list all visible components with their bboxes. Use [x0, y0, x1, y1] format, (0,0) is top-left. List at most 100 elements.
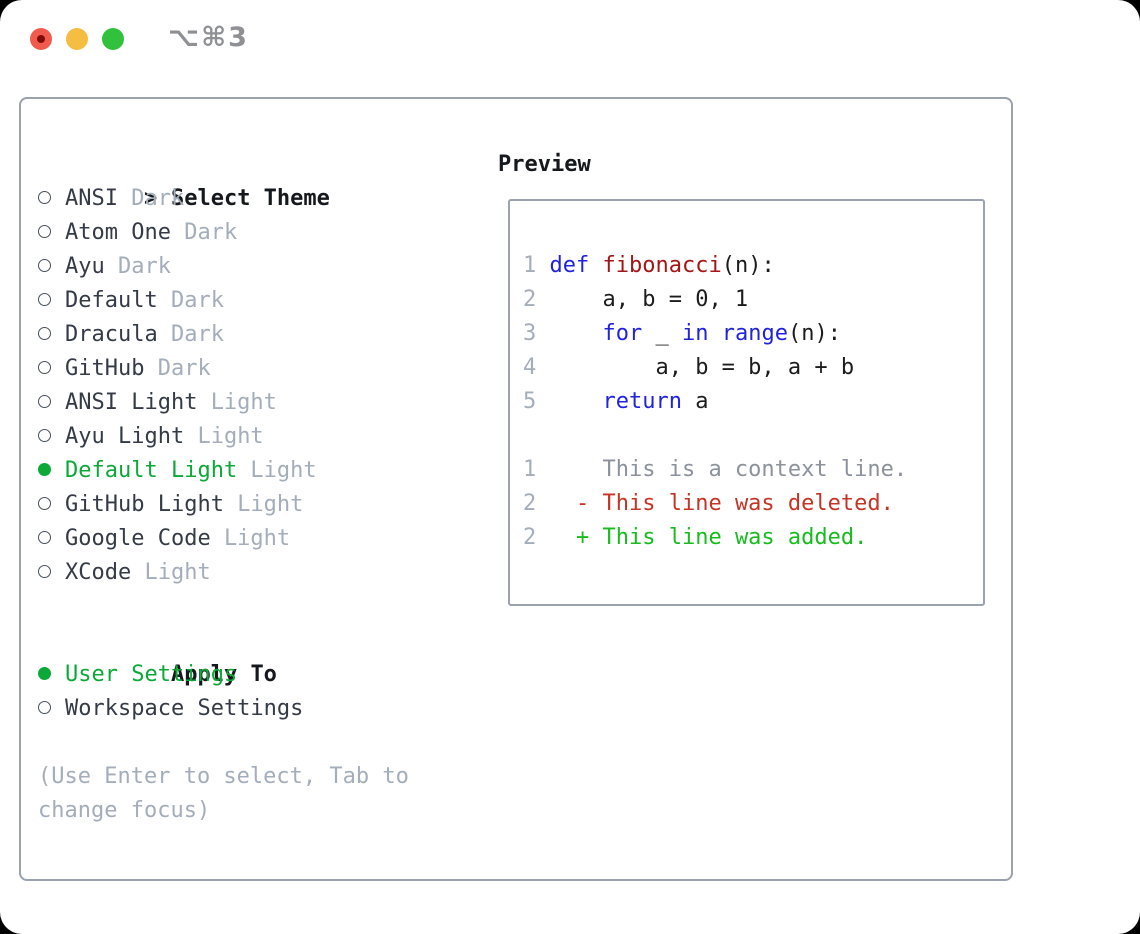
minimize-button[interactable] — [66, 28, 88, 50]
preview-line: 1 def fibonacci(n): — [523, 249, 983, 283]
theme-option[interactable]: GitHub Dark — [38, 352, 409, 386]
theme-variant-tag: Dark — [117, 254, 171, 279]
spacer — [38, 590, 409, 624]
radio-icon — [38, 700, 51, 714]
keyboard-hint: (Use Enter to select, Tab to change focu… — [38, 764, 409, 823]
code-token: (n): — [721, 253, 775, 278]
code-token — [550, 389, 603, 414]
theme-option[interactable]: Google Code Light — [38, 522, 409, 556]
theme-option-label: GitHub — [65, 356, 145, 381]
code-token: in — [681, 321, 709, 346]
code-token: - This line was deleted. — [576, 491, 894, 516]
code-token: 2 — [523, 491, 550, 516]
theme-option-label: Atom One — [65, 220, 171, 245]
code-token: This is a context line. — [549, 457, 908, 482]
theme-option[interactable]: GitHub Light Light — [38, 488, 409, 522]
close-button[interactable] — [30, 28, 52, 50]
code-token: 4 — [523, 355, 550, 380]
theme-option-label: GitHub Light — [65, 492, 224, 517]
theme-variant-tag: Dark — [170, 288, 224, 313]
code-token: 2 — [523, 525, 550, 550]
theme-option-label: Google Code — [65, 526, 211, 551]
code-token: a, b = b, a + b — [549, 355, 855, 380]
code-token: range — [721, 321, 788, 346]
code-token — [550, 525, 577, 550]
radio-icon — [38, 394, 51, 408]
theme-variant-tag: Dark — [157, 356, 211, 381]
code-token: 2 — [523, 287, 550, 312]
radio-icon — [38, 496, 51, 510]
code-token: for — [602, 321, 643, 346]
theme-option-label: ANSI Light — [65, 390, 198, 415]
theme-option[interactable]: Atom One Dark — [38, 216, 409, 250]
theme-option[interactable]: ANSI Dark — [38, 182, 409, 216]
theme-option[interactable]: Default Light Light — [38, 454, 409, 488]
radio-icon — [38, 224, 51, 238]
theme-option-label: Ayu Light — [65, 424, 185, 449]
theme-variant-tag: Light — [250, 458, 317, 483]
code-token — [708, 321, 721, 346]
radio-selected-icon — [38, 666, 51, 680]
code-token: def — [549, 253, 590, 278]
code-token: return — [602, 389, 682, 414]
radio-icon — [38, 360, 51, 374]
apply-option-label: Workspace Settings — [65, 696, 304, 721]
spacer — [38, 726, 409, 760]
code-token: a — [681, 389, 709, 414]
theme-option-label: Default Light — [65, 458, 238, 483]
theme-option[interactable]: Default Dark — [38, 284, 409, 318]
preview-column: Preview 1 def fibonacci(n):2 a, b = 0, 1… — [498, 148, 985, 606]
theme-option-label: Default — [65, 288, 158, 313]
theme-option-label: XCode — [65, 560, 132, 585]
cursor-icon: > — [143, 186, 158, 211]
code-token: 5 — [523, 389, 550, 414]
apply-option[interactable]: Workspace Settings — [38, 692, 409, 726]
theme-variant-tag: Dark — [184, 220, 238, 245]
code-token: (n): — [787, 321, 841, 346]
zoom-button[interactable] — [102, 28, 124, 50]
theme-variant-tag: Dark — [170, 322, 224, 347]
select-theme-heading: > Select Theme — [38, 148, 409, 211]
theme-variant-tag: Dark — [131, 186, 185, 211]
code-token: fibonacci — [602, 253, 722, 278]
theme-option-label: ANSI — [65, 186, 118, 211]
radio-icon — [38, 428, 51, 442]
theme-variant-tag: Light — [144, 560, 211, 585]
code-token — [550, 321, 603, 346]
theme-option[interactable]: Dracula Dark — [38, 318, 409, 352]
preview-line — [523, 419, 983, 453]
code-token: 1 — [523, 253, 550, 278]
code-token: 1 — [523, 457, 550, 482]
select-theme-heading-label: Select Theme — [170, 186, 330, 211]
preview-line: 4 a, b = b, a + b — [523, 351, 983, 385]
preview-line: 5 return a — [523, 385, 983, 419]
code-token — [589, 253, 602, 278]
theme-option[interactable]: XCode Light — [38, 556, 409, 590]
radio-icon — [38, 190, 51, 204]
theme-option-label: Dracula — [65, 322, 158, 347]
theme-variant-tag: Light — [237, 492, 304, 517]
preview-line: 3 for _ in range(n): — [523, 317, 983, 351]
radio-icon — [38, 258, 51, 272]
code-token: + This line was added. — [576, 525, 868, 550]
preview-line: 2 + This line was added. — [523, 521, 983, 555]
radio-icon — [38, 564, 51, 578]
theme-option[interactable]: ANSI Light Light — [38, 386, 409, 420]
code-token: a, b = 0, 1 — [549, 287, 749, 312]
apply-option-label: User Settings — [65, 662, 238, 687]
close-edited-dot-icon — [37, 35, 45, 43]
preview-line: 1 This is a context line. — [523, 453, 983, 487]
theme-variant-tag: Light — [210, 390, 277, 415]
apply-option[interactable]: User Settings — [38, 658, 409, 692]
preview-line: 2 a, b = 0, 1 — [523, 283, 983, 317]
theme-variant-tag: Light — [223, 526, 291, 551]
window-shortcut-label: ⌥⌘3 — [168, 22, 249, 53]
code-token: 3 — [523, 321, 550, 346]
code-token: _ — [642, 321, 682, 346]
